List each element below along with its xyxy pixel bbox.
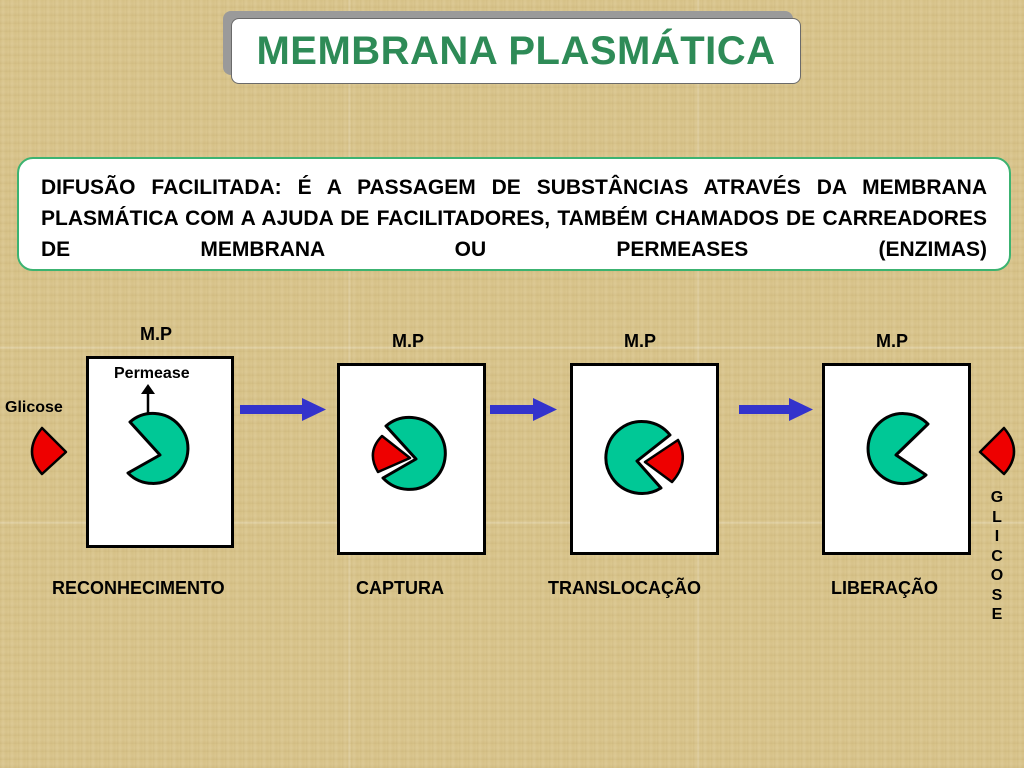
glucose-wedge-right <box>978 426 1016 476</box>
membrane-box-translocation <box>570 363 719 555</box>
step-label-capture: CAPTURA <box>356 578 444 598</box>
permease-pacman-1 <box>126 411 190 485</box>
membrane-box-recognition <box>86 356 234 548</box>
glucose-wedge-left <box>30 426 68 476</box>
membrane-label-1: M.P <box>140 324 173 344</box>
flow-arrow-3 <box>739 398 813 421</box>
title-box: MEMBRANA PLASMÁTICA <box>231 18 801 84</box>
step-label-translocation: TRANSLOCAÇÃO <box>548 578 701 598</box>
definition-text: DIFUSÃO FACILITADA: É A PASSAGEM DE SUBS… <box>41 176 987 261</box>
membrane-label-4: M.P <box>876 331 909 351</box>
permease-pacman-4 <box>866 412 930 486</box>
step-label-release: LIBERAÇÃO <box>831 578 938 598</box>
flow-arrow-2 <box>490 398 557 421</box>
glucose-vertical-label: G L I C O S E <box>985 488 1009 625</box>
glucose-letter: L <box>992 508 1002 526</box>
permease-pacman-3 <box>604 420 672 495</box>
page-title: MEMBRANA PLASMÁTICA <box>256 28 776 73</box>
glucose-letter: G <box>990 489 1004 506</box>
glucose-wedge-captured <box>371 434 412 474</box>
membrane-box-capture <box>337 363 486 555</box>
membrane-label-2: M.P <box>392 331 425 351</box>
glucose-letter: S <box>991 586 1003 604</box>
step-label-recognition: RECONHECIMENTO <box>52 578 225 598</box>
glucose-label: Glicose <box>5 399 63 416</box>
permease-pacman-2 <box>381 415 447 491</box>
glucose-letter: C <box>991 547 1003 565</box>
glucose-letter: I <box>994 528 1000 545</box>
definition-box: DIFUSÃO FACILITADA: É A PASSAGEM DE SUBS… <box>17 157 1011 271</box>
glucose-wedge-translocated <box>643 438 685 484</box>
glucose-letter: E <box>991 606 1003 623</box>
membrane-label-3: M.P <box>624 331 657 351</box>
glucose-letter: O <box>990 567 1004 584</box>
permease-label: Permease <box>114 365 190 382</box>
flow-arrow-1 <box>240 398 326 421</box>
